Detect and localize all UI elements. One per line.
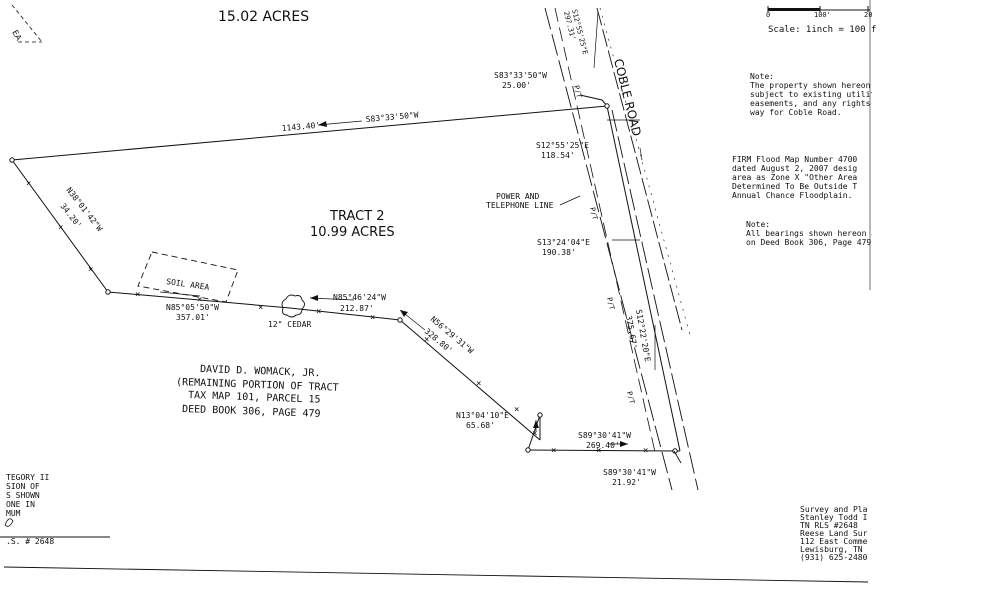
- pt-mark-2: P/T: [588, 207, 599, 222]
- scale-tick-200: 20: [864, 11, 872, 19]
- north-line-bearing: S83°33'50"W: [365, 110, 419, 124]
- svg-text:×: ×: [370, 313, 375, 323]
- south1-dist: 269.40': [586, 441, 620, 450]
- certificate-text: TEGORY II SION OF S SHOWN ONE IN MUM: [6, 473, 50, 518]
- road2-bearing: S13°24'04"E: [537, 238, 590, 247]
- svg-text:×: ×: [58, 223, 63, 233]
- svg-text:×: ×: [316, 307, 321, 317]
- cedar-label: 12" CEDAR: [268, 320, 312, 329]
- svg-text:×: ×: [514, 405, 519, 415]
- svg-text:×: ×: [643, 446, 648, 456]
- top-left-fragment: EA: [10, 29, 23, 43]
- scale-tick-100: 100': [814, 11, 831, 19]
- north-line-dist: 1143.40': [281, 121, 320, 133]
- short-dist: 25.00': [502, 81, 531, 90]
- soil-area-boundary: [137, 251, 239, 303]
- svg-text:×: ×: [135, 290, 140, 300]
- south2-dist: 21.92': [612, 478, 641, 487]
- coble-road-lines: [544, 7, 699, 491]
- bearing-note-title: Note:: [746, 220, 771, 229]
- road2-dist: 190.38': [542, 248, 576, 257]
- owner-line-4: DEED BOOK 306, PAGE 479: [182, 404, 321, 420]
- svg-text:×: ×: [197, 295, 202, 305]
- top-left-hatch: [11, 4, 43, 43]
- scale-tick-0: 0: [766, 11, 770, 19]
- surveyor-block: Survey and Pla Stanley Todd I TN RLS #26…: [800, 506, 868, 562]
- south2-bearing: S89°30'41"W: [603, 468, 656, 477]
- south1-bearing: S89°30'41"W: [578, 431, 631, 440]
- scale-text: Scale: 1inch = 100 f: [768, 25, 876, 35]
- jog-bearing: N13°04'10"E: [456, 411, 509, 420]
- call-arrows: [159, 11, 628, 447]
- pt-mark-3: P/T: [605, 297, 616, 312]
- svg-text:×: ×: [424, 335, 429, 345]
- soil-area-label: SOIL AREA: [166, 277, 210, 292]
- svg-text:×: ×: [532, 429, 537, 439]
- svg-text:×: ×: [88, 265, 93, 275]
- cedar-tree-icon: [281, 294, 305, 318]
- bearing-note-body: All bearings shown hereon ar on Deed Boo…: [746, 229, 872, 247]
- top-acres-label: 15.02 ACRES: [218, 9, 309, 25]
- tract-name: TRACT 2: [329, 209, 385, 224]
- power-line-label-1: POWER AND: [496, 192, 540, 201]
- utility-note-title: Note:: [750, 72, 775, 81]
- tract-acres: 10.99 ACRES: [310, 225, 395, 240]
- owner-line-1: DAVID D. WOMACK, JR.: [200, 364, 321, 379]
- sw2-dist: 212.87': [340, 304, 374, 313]
- svg-text:×: ×: [258, 303, 263, 313]
- svg-text:×: ×: [476, 379, 481, 389]
- pt-mark-4: P/T: [625, 391, 636, 406]
- svg-text:×: ×: [26, 179, 31, 189]
- utility-note-body: The property shown hereon i subject to e…: [750, 81, 872, 117]
- firm-note: FIRM Flood Map Number 4700 dated August …: [732, 155, 858, 200]
- tract-boundary: × × × × × × × × × × × × × × ×: [9, 94, 682, 464]
- sw2-bearing: N85°46'24"W: [333, 293, 386, 302]
- svg-text:×: ×: [551, 446, 556, 456]
- cert-rls: .S. # 2648: [6, 537, 54, 546]
- power-line-label-2: TELEPHONE LINE: [486, 201, 554, 210]
- road-name: COBLE ROAD: [611, 57, 644, 137]
- sw1-bearing: N85°05'50"W: [166, 303, 219, 312]
- scale-bar: [767, 6, 870, 12]
- pt-mark-1: P/T: [572, 85, 583, 100]
- svg-text:×: ×: [596, 446, 601, 456]
- owner-line-3: TAX MAP 101, PARCEL 15: [188, 390, 321, 406]
- jog-dist: 65.68': [466, 421, 495, 430]
- sw1-dist: 357.01': [176, 313, 210, 322]
- road1-dist: 118.54': [541, 151, 575, 160]
- road1-bearing: S12°55'25"E: [536, 141, 589, 150]
- short-bearing: S83°33'50"W: [494, 71, 547, 80]
